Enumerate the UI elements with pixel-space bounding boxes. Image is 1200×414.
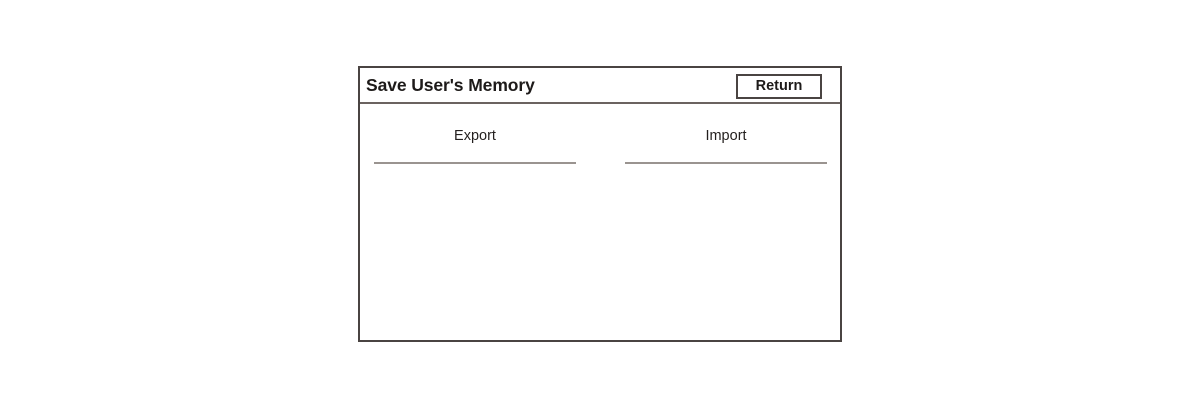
page-title: Save User's Memory bbox=[366, 75, 535, 95]
save-user-memory-panel: Save User's Memory Return Export Import bbox=[358, 66, 842, 342]
return-button[interactable]: Return bbox=[736, 74, 822, 99]
export-action[interactable]: Export bbox=[374, 126, 576, 164]
export-label: Export bbox=[454, 128, 496, 144]
panel-body: Export Import bbox=[360, 104, 840, 340]
import-action[interactable]: Import bbox=[625, 126, 827, 164]
panel-title-bar: Save User's Memory Return bbox=[360, 68, 840, 104]
import-label: Import bbox=[705, 128, 747, 144]
